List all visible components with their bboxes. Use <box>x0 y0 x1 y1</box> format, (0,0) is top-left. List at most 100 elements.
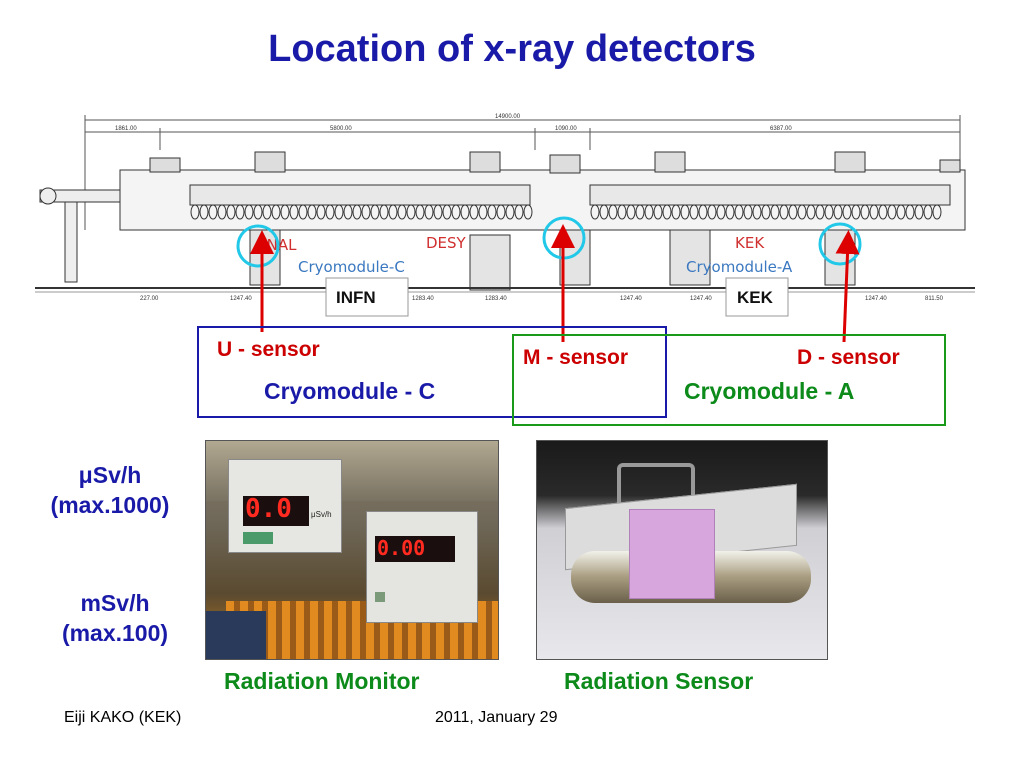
cavity-cell <box>896 204 906 220</box>
cavity-cell <box>869 204 879 220</box>
cavity-cell <box>815 204 825 220</box>
cavity-cell <box>725 204 735 220</box>
msv-max: (max.100) <box>61 620 169 646</box>
monitor-unit-1: 0.0 μSv/h <box>228 459 342 553</box>
label-cryomodule-c: Cryomodule-C <box>298 258 405 276</box>
dim-label: 14900.00 <box>495 114 521 120</box>
slide-title: Location of x-ray detectors <box>268 28 756 70</box>
cavity-cell <box>253 204 263 220</box>
cavity-cell <box>734 204 744 220</box>
cavity-cell <box>878 204 888 220</box>
cavity-cell <box>388 204 398 220</box>
cavity-cell <box>707 204 717 220</box>
cavity-cell <box>505 204 515 220</box>
bottom-dim: 1247.40 <box>230 296 252 302</box>
cavity-cell <box>689 204 699 220</box>
label-infn: INFN <box>336 288 376 307</box>
bottom-dim: 811.50 <box>925 296 944 302</box>
bottom-dim: 1247.40 <box>865 296 887 302</box>
cavity-cell <box>433 204 443 220</box>
cavity-cell <box>352 204 362 220</box>
bottom-dim: 1247.40 <box>620 296 642 302</box>
cavity-cell <box>671 204 681 220</box>
cavity-cell <box>460 204 470 220</box>
radiation-monitor-photo: 0.0 μSv/h 0.00 <box>205 440 499 660</box>
cavity-cell <box>779 204 789 220</box>
u-sensor-label: U - sensor <box>217 338 320 361</box>
cavity-cell <box>599 204 609 220</box>
monitor-display-1: 0.0 <box>245 494 292 524</box>
cavity-cell <box>743 204 753 220</box>
cryomodule-a-box <box>512 334 946 426</box>
cavity-cell <box>608 204 618 220</box>
cavity-cell <box>905 204 915 220</box>
cavity-cell <box>442 204 452 220</box>
cavity-cell <box>523 204 533 220</box>
bottom-dim: 1247.40 <box>690 296 712 302</box>
cavity-cell <box>334 204 344 220</box>
cavity-cell <box>914 204 924 220</box>
cavity-cell <box>770 204 780 220</box>
cavity-cell <box>617 204 627 220</box>
cavity-cell <box>514 204 524 220</box>
d-sensor-circle <box>818 222 862 266</box>
cryomodule-a-label: Cryomodule - A <box>684 378 855 404</box>
cavity-cell <box>379 204 389 220</box>
cryomodule-c-label: Cryomodule - C <box>264 378 436 404</box>
cavity-cell <box>217 204 227 220</box>
cavity-cell <box>361 204 371 220</box>
cavity-cell <box>752 204 762 220</box>
dim-label: 6387.00 <box>770 126 792 132</box>
radiation-sensor-caption: Radiation Sensor <box>564 668 754 694</box>
cavity-cell <box>307 204 317 220</box>
msv-unit-label: mSv/h (max.100) <box>30 588 200 648</box>
msv-unit: mSv/h <box>80 590 150 616</box>
cavity-cell <box>325 204 335 220</box>
monitor-unit-2: 0.00 <box>366 511 478 623</box>
cavity-cell <box>244 204 254 220</box>
cryomodule-c-box <box>197 326 667 418</box>
cavity-cell <box>644 204 654 220</box>
cavity-cell <box>626 204 636 220</box>
label-cryomodule-a: Cryomodule-A <box>686 258 793 276</box>
cavity-cell <box>370 204 380 220</box>
m-sensor-label: M - sensor <box>523 346 629 369</box>
cavity-cell <box>698 204 708 220</box>
usv-unit: μSv/h <box>78 462 142 488</box>
cavity-cell <box>298 204 308 220</box>
label-kek-box: KEK <box>737 288 774 307</box>
cavity-cell <box>235 204 245 220</box>
cavity-cell <box>653 204 663 220</box>
d-sensor-arrow <box>835 230 860 343</box>
cavity-cell <box>262 204 272 220</box>
cavity-cell <box>590 204 600 220</box>
dim-label: 1861.00 <box>115 126 137 132</box>
cavity-cell <box>397 204 407 220</box>
cavity-cell <box>271 204 281 220</box>
monitor-display-2: 0.00 <box>377 536 426 560</box>
cavity-cell <box>208 204 218 220</box>
cavity-cell <box>280 204 290 220</box>
cavity-cell <box>860 204 870 220</box>
usv-max: (max.1000) <box>50 492 170 518</box>
cavity-cell <box>797 204 807 220</box>
cavity-cell <box>478 204 488 220</box>
cavity-cell <box>635 204 645 220</box>
cavity-cell <box>662 204 672 220</box>
bottom-dim: 227.00 <box>140 296 159 302</box>
cavity-cell <box>806 204 816 220</box>
cavity-cell <box>680 204 690 220</box>
footer-author: Eiji KAKO (KEK) <box>64 709 182 726</box>
dim-label: 5800.00 <box>330 126 352 132</box>
cryomodule-drawing: 1861.00 5800.00 14900.00 1090.00 6387.00 <box>35 114 975 317</box>
u-sensor-circle <box>236 224 280 268</box>
cavity-cell <box>833 204 843 220</box>
label-kek: KEK <box>735 234 765 252</box>
monitor-unit-text: μSv/h <box>311 510 332 519</box>
cavity-cell <box>932 204 942 220</box>
cavity-cell <box>887 204 897 220</box>
bottom-dim: 1283.40 <box>412 296 434 302</box>
sensor-markers <box>236 216 862 343</box>
cavity-cell <box>226 204 236 220</box>
d-sensor-label: D - sensor <box>797 346 900 369</box>
